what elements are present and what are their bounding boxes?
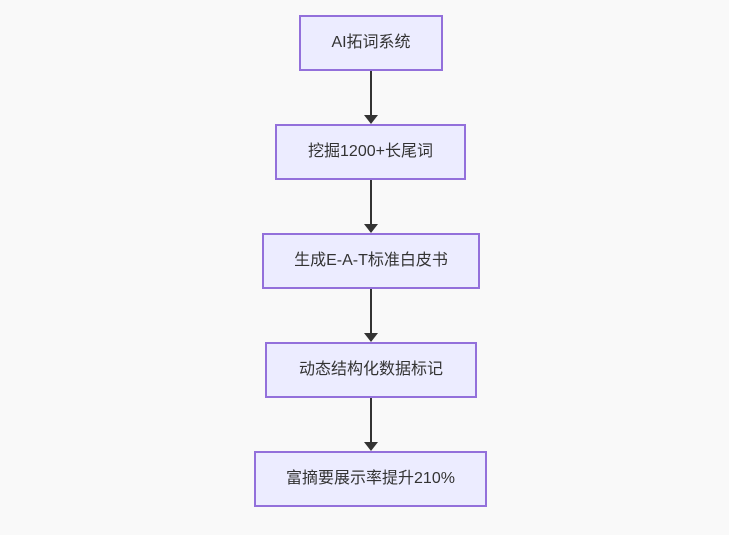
edge-arrow-b-c [364,180,378,233]
flow-node-label: 生成E-A-T标准白皮书 [294,252,448,269]
edge-arrow-a-b [364,71,378,124]
arrowhead-icon [364,115,378,124]
edge-arrow-d-e [364,398,378,451]
flow-node-eat-whitepaper: 生成E-A-T标准白皮书 [262,233,480,289]
edge-arrow-c-d [364,289,378,342]
flow-node-label: 挖掘1200+长尾词 [308,143,433,160]
flow-node-longtail-mining: 挖掘1200+长尾词 [275,124,466,180]
flow-node-ai-keyword-system: AI拓词系统 [299,15,443,71]
flow-node-label: 富摘要展示率提升210% [286,470,455,487]
edge-line [370,71,372,116]
edge-line [370,180,372,225]
flow-node-label: 动态结构化数据标记 [298,361,443,378]
arrowhead-icon [364,224,378,233]
arrowhead-icon [364,442,378,451]
edge-line [370,289,372,334]
flow-node-label: AI拓词系统 [331,34,411,51]
flow-node-rich-snippet-uplift: 富摘要展示率提升210% [254,451,487,507]
edge-line [370,398,372,443]
arrowhead-icon [364,333,378,342]
flow-node-structured-data-markup: 动态结构化数据标记 [265,342,477,398]
